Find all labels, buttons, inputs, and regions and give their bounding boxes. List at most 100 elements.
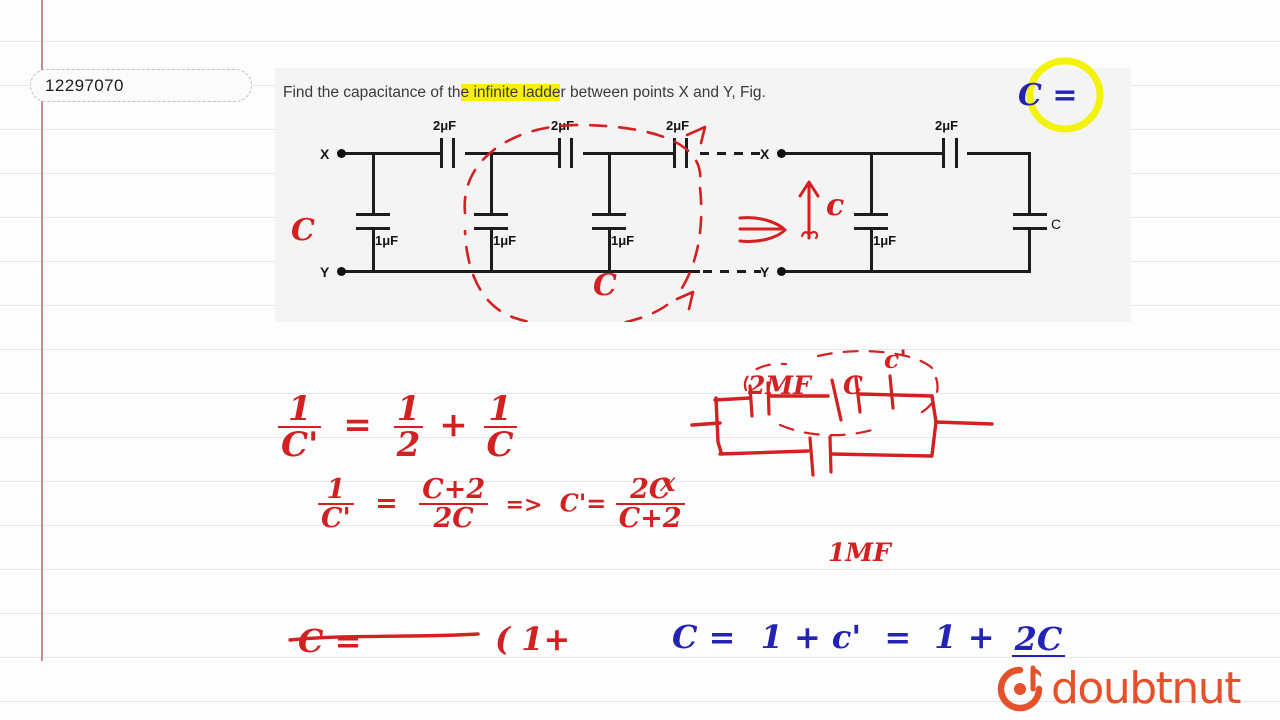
right-series-cap-label: 2μF bbox=[935, 118, 959, 133]
left-shunt-wire-1-top bbox=[372, 152, 375, 215]
right-top-rail-left bbox=[785, 152, 942, 155]
work-line-2: 1 C' = C+2 2C => C'= 2C C+2 bbox=[318, 476, 685, 532]
work-line-4: C = 1 + c' = 1 + 2C bbox=[672, 618, 1066, 657]
annotation-left-c: C bbox=[291, 213, 315, 248]
work-line-2-result-num: 2C bbox=[630, 474, 671, 505]
work-line-1-lhs-den: C' bbox=[278, 426, 322, 462]
left-shunt-cap-3 bbox=[592, 213, 626, 235]
doubtnut-logo-text: doubtnut bbox=[1051, 663, 1241, 714]
work-line-1-t2-num: 1 bbox=[488, 389, 512, 429]
right-top-rail-right bbox=[967, 152, 1030, 155]
right-circuit-terminal-y: Y bbox=[760, 264, 770, 280]
work-line-4-term-2-fraction: 2C bbox=[1006, 623, 1066, 657]
left-bottom-rail-dashed-continuation bbox=[703, 270, 761, 273]
question-text-before: Find the capacitance of th bbox=[283, 84, 461, 101]
left-series-cap-3 bbox=[673, 138, 698, 168]
right-bottom-rail bbox=[785, 270, 1031, 273]
right-shunt-wire-bottom bbox=[870, 229, 873, 272]
left-shunt-wire-3-top bbox=[608, 152, 611, 215]
work-line-1-term-2: 1 C bbox=[483, 389, 517, 462]
sketch-top-cap-right-label: c' bbox=[884, 345, 907, 374]
right-circuit-node-x bbox=[777, 149, 786, 158]
work-line-4-t2-den bbox=[1011, 654, 1066, 657]
work-line-1-term-1: 1 2 bbox=[393, 389, 424, 462]
work-line-1-t2-den: C bbox=[483, 426, 517, 462]
right-load-cap-label: C bbox=[1051, 216, 1062, 232]
right-series-cap bbox=[942, 138, 967, 168]
question-id-chip[interactable]: 12297070 bbox=[30, 69, 252, 102]
work-line-4-term-2-int: 1 + bbox=[934, 618, 995, 656]
work-line-3-struck: C = bbox=[298, 622, 362, 660]
left-series-cap-3-label: 2μF bbox=[666, 118, 690, 133]
left-shunt-cap-2-label: 1μF bbox=[493, 233, 517, 248]
paper-margin-line bbox=[41, 0, 43, 661]
right-circuit-node-y bbox=[777, 267, 786, 276]
sketch-top-cap-mid-label: C bbox=[843, 371, 863, 400]
work-line-1-equals: = bbox=[343, 405, 372, 445]
right-load-cap bbox=[1013, 213, 1047, 235]
work-line-2-rhs-num: C+2 bbox=[422, 474, 486, 505]
left-series-cap-1-label: 2μF bbox=[433, 118, 457, 133]
left-circuit-infinite-ladder: X Y 2μF 2μF 2μF 1μF bbox=[315, 113, 761, 313]
sketch-bottom-cap-label: 1MF bbox=[828, 538, 891, 567]
right-circuit-equivalent: X Y 2μF 1μF C bbox=[760, 113, 1090, 313]
annotation-arrow-c-label: c bbox=[826, 188, 845, 223]
doubtnut-logo[interactable]: doubtnut bbox=[995, 663, 1241, 714]
sketch-top-cap-left-label: 2MF bbox=[748, 371, 811, 400]
work-line-2-cross-mark: x bbox=[660, 468, 676, 498]
left-top-rail-2 bbox=[465, 152, 560, 155]
left-shunt-cap-3-label: 1μF bbox=[611, 233, 635, 248]
work-line-2-result-fraction: 2C C+2 bbox=[615, 474, 685, 532]
left-top-rail-3 bbox=[583, 152, 675, 155]
left-circuit-node-x bbox=[337, 149, 346, 158]
right-shunt-wire-top bbox=[870, 152, 873, 215]
left-series-cap-2 bbox=[558, 138, 583, 168]
left-top-rail-1 bbox=[345, 152, 440, 155]
work-line-2-result-den: C+2 bbox=[615, 503, 685, 532]
left-circuit-terminal-y: Y bbox=[320, 264, 330, 280]
work-line-1-lhs-fraction: 1 C' bbox=[278, 389, 322, 462]
annotation-circled-note: C = bbox=[1018, 78, 1078, 113]
work-line-1-plus: + bbox=[439, 405, 468, 445]
left-shunt-wire-2-top bbox=[490, 152, 493, 215]
question-text: Find the capacitance of the infinite lad… bbox=[283, 84, 766, 102]
figure-panel: Find the capacitance of the infinite lad… bbox=[275, 68, 1131, 322]
right-shunt-cap bbox=[854, 213, 888, 235]
work-line-4-t2-num: 2C bbox=[1014, 619, 1063, 658]
work-line-1-t1-num: 1 bbox=[396, 389, 421, 429]
left-series-cap-2-label: 2μF bbox=[551, 118, 575, 133]
left-circuit-terminal-x: X bbox=[320, 146, 330, 162]
work-line-1-t1-den: 2 bbox=[393, 426, 424, 462]
doubtnut-logo-icon bbox=[997, 665, 1043, 712]
work-line-2-equals: = bbox=[375, 487, 398, 519]
work-line-2-lhs-num: 1 bbox=[326, 474, 346, 505]
work-line-1: 1 C' = 1 2 + 1 C bbox=[278, 392, 517, 462]
right-shunt-cap-label: 1μF bbox=[873, 233, 897, 248]
question-id-text: 12297070 bbox=[45, 75, 124, 95]
right-circuit-terminal-x: X bbox=[760, 146, 770, 162]
left-series-cap-1 bbox=[440, 138, 465, 168]
work-line-2-lhs-den: C' bbox=[318, 503, 354, 532]
work-line-2-rhs-fraction: C+2 2C bbox=[419, 474, 489, 532]
left-circuit-node-y bbox=[337, 267, 346, 276]
question-text-highlight: e infinite ladde bbox=[460, 84, 561, 101]
work-line-4-equals: = bbox=[884, 618, 912, 656]
work-line-2-implies: => bbox=[505, 491, 543, 518]
left-bottom-rail bbox=[345, 270, 700, 273]
left-shunt-cap-1-label: 1μF bbox=[375, 233, 399, 248]
annotation-loop-c-label: C bbox=[593, 268, 617, 303]
work-line-3-tail: ( 1+ bbox=[495, 620, 571, 658]
work-line-1-lhs-num: 1 bbox=[287, 389, 312, 429]
work-line-4-term-1: 1 + c' bbox=[760, 618, 862, 656]
work-line-2-lhs-fraction: 1 C' bbox=[318, 476, 354, 532]
question-text-after: r between points X and Y, Fig. bbox=[560, 84, 766, 101]
right-rail-vertical-top bbox=[1028, 152, 1031, 215]
right-rail-vertical-bottom bbox=[1028, 229, 1031, 272]
work-line-4-lhs: C = bbox=[672, 618, 736, 656]
work-line-2-result-lhs: C'= bbox=[559, 488, 607, 518]
left-shunt-cap-1 bbox=[356, 213, 390, 235]
left-shunt-cap-2 bbox=[474, 213, 508, 235]
left-shunt-wire-1-bottom bbox=[372, 229, 375, 272]
work-line-2-rhs-den: 2C bbox=[419, 503, 489, 532]
left-top-rail-dashed-continuation bbox=[700, 152, 760, 155]
